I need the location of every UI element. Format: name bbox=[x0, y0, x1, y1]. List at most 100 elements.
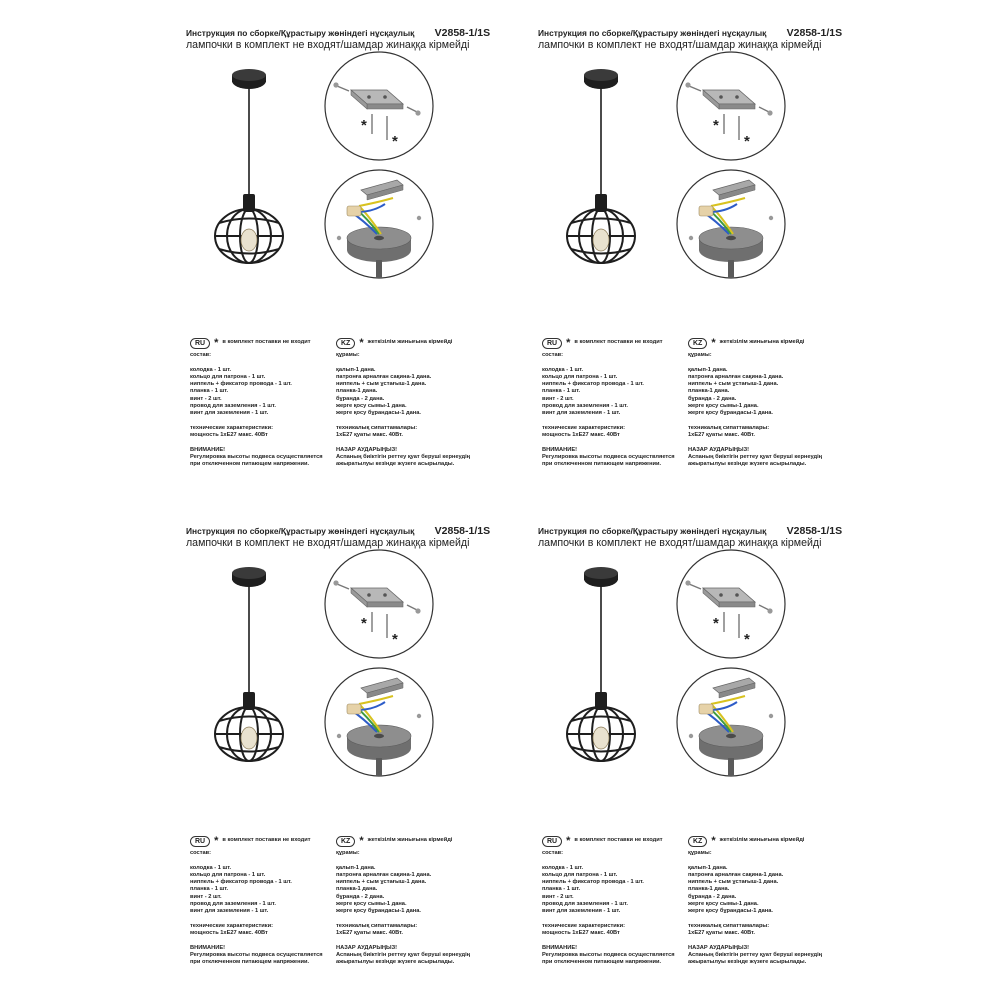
pendant-lamp-illustration bbox=[214, 69, 284, 264]
ru-language-badge: RU bbox=[542, 835, 563, 847]
ru-item: кольцо для патрона - 1 шт. bbox=[190, 373, 266, 380]
kz-item: ниппель + сым ұстағыш-1 дана. bbox=[336, 879, 427, 886]
kz-item: жерге қосу бұрандасы-1 дана. bbox=[336, 410, 421, 417]
ru-item: провод для заземления - 1 шт. bbox=[190, 403, 276, 410]
kz-specs-value: 1хЕ27 қуаты макс. 40Вт. bbox=[688, 432, 755, 439]
kz-item: қалып-1 дана. bbox=[688, 366, 728, 373]
kz-column: KZ * жеткізілім жинығына кірмейді құрамы… bbox=[688, 337, 848, 469]
ru-composition-title: состав: bbox=[542, 352, 564, 358]
ru-column: RU * в комплект поставки не входит соста… bbox=[542, 337, 702, 469]
kz-not-included-note: жеткізілім жинығына кірмейді bbox=[367, 837, 453, 844]
ru-specs-title: технические характеристики: bbox=[190, 424, 274, 431]
instruction-title: Инструкция по сборке/Құрастыру жөніндегі… bbox=[538, 27, 842, 39]
ru-specs-value: мощность 1хЕ27 макс. 40Вт bbox=[542, 930, 620, 937]
bracket-plate bbox=[701, 89, 757, 110]
not-included-mark: * bbox=[744, 631, 750, 648]
model-number: V2858-1/1S bbox=[434, 27, 491, 39]
ru-item: планка - 1 шт. bbox=[542, 388, 581, 395]
screws bbox=[336, 583, 418, 638]
instruction-title: Инструкция по сборке/Құрастыру жөніндегі… bbox=[538, 525, 842, 537]
terminal-block bbox=[698, 703, 714, 715]
ru-item: планка - 1 шт. bbox=[190, 388, 229, 395]
instruction-title-text: Инструкция по сборке/Құрастыру жөніндегі… bbox=[538, 28, 767, 38]
ru-column: RU * в комплект поставки не входит соста… bbox=[542, 835, 702, 967]
kz-language-badge: KZ bbox=[336, 337, 356, 349]
instruction-title: Инструкция по сборке/Құрастыру жөніндегі… bbox=[186, 525, 490, 537]
model-number: V2858-1/1S bbox=[786, 525, 843, 537]
kz-language-badge: KZ bbox=[336, 835, 356, 847]
bulbs-not-included-note: лампочки в комплект не входят/шамдар жин… bbox=[186, 537, 470, 549]
ru-specs-value: мощность 1хЕ27 макс. 40Вт bbox=[190, 432, 268, 439]
screws bbox=[336, 85, 418, 140]
ru-specs-value: мощность 1хЕ27 макс. 40Вт bbox=[542, 432, 620, 439]
ru-column: RU * в комплект поставки не входит соста… bbox=[190, 835, 350, 967]
ru-language-badge: RU bbox=[190, 835, 211, 847]
wire-cage-shade bbox=[566, 706, 636, 762]
kz-warning-line: ажыратылуы кезінде жүзеге асырылады. bbox=[688, 461, 807, 468]
kz-item: патронға арналған сақина-1 дана. bbox=[336, 871, 432, 878]
bracket-plate bbox=[712, 677, 756, 699]
screw-head bbox=[333, 82, 339, 88]
kz-item: жерге қосу сымы-1 дана. bbox=[688, 403, 759, 410]
kz-language-badge: KZ bbox=[688, 337, 708, 349]
ru-item: провод для заземления - 1 шт. bbox=[542, 403, 628, 410]
wire-cage-shade bbox=[566, 208, 636, 264]
ru-item: кольцо для патрона - 1 шт. bbox=[542, 871, 618, 878]
kz-item: жерге қосу сымы-1 дана. bbox=[336, 403, 407, 410]
canopy-wiring-diagram bbox=[676, 169, 786, 279]
ru-column: RU * в комплект поставки не входит соста… bbox=[190, 337, 350, 469]
kz-warning-line: Аспаның биіктігін реттеу қуат беруші кер… bbox=[336, 454, 471, 461]
kz-item: қалып-1 дана. bbox=[336, 366, 376, 373]
instruction-sheet-top-right: Инструкция по сборке/Құрастыру жөніндегі… bbox=[352, 0, 852, 500]
not-included-mark: * bbox=[744, 133, 750, 150]
kz-item: ниппель + сым ұстағыш-1 дана. bbox=[336, 381, 427, 388]
ru-warning-line: Регулировка высоты подвеса осуществляетс… bbox=[542, 952, 675, 959]
instruction-title: Инструкция по сборке/Құрастыру жөніндегі… bbox=[186, 27, 490, 39]
ceiling-canopy bbox=[698, 226, 764, 278]
kz-item: планка-1 дана. bbox=[336, 886, 378, 893]
kz-specs-title: техникалық сипаттамалары: bbox=[336, 922, 418, 929]
screw-head bbox=[333, 580, 339, 586]
ru-specs-title: технические характеристики: bbox=[190, 922, 274, 929]
kz-item: қалып-1 дана. bbox=[336, 864, 376, 871]
ru-warning-title: ВНИМАНИЕ! bbox=[542, 446, 578, 453]
kz-specs-value: 1хЕ27 қуаты макс. 40Вт. bbox=[336, 930, 403, 937]
not-included-mark: * bbox=[392, 133, 398, 150]
kz-column: KZ * жеткізілім жинығына кірмейді құрамы… bbox=[336, 337, 496, 469]
kz-item: ниппель + сым ұстағыш-1 дана. bbox=[688, 879, 779, 886]
ru-item: винт - 2 шт. bbox=[190, 893, 222, 900]
kz-item: бұранда - 2 дана. bbox=[688, 893, 737, 900]
kz-not-included-note: жеткізілім жинығына кірмейді bbox=[719, 339, 805, 346]
kz-specs-title: техникалық сипаттамалары: bbox=[336, 424, 418, 431]
kz-item: патронға арналған сақина-1 дана. bbox=[336, 373, 432, 380]
bulb bbox=[240, 228, 258, 252]
pendant-lamp-illustration bbox=[566, 69, 636, 264]
kz-warning-title: НАЗАР АУДАРЫҢЫЗ! bbox=[336, 944, 398, 951]
ru-not-included-note: в комплект поставки не входит bbox=[574, 837, 663, 844]
ru-warning-line: Регулировка высоты подвеса осуществляетс… bbox=[190, 454, 323, 461]
not-included-mark: * bbox=[566, 337, 571, 349]
ru-warning-line: при отключенном питающем напряжении. bbox=[190, 959, 310, 966]
lamp-socket bbox=[595, 692, 607, 710]
ru-item: винт для заземления - 1 шт. bbox=[190, 410, 269, 417]
kz-specs-title: техникалық сипаттамалары: bbox=[688, 922, 770, 929]
ru-warning-title: ВНИМАНИЕ! bbox=[190, 446, 226, 453]
kz-not-included-note: жеткізілім жинығына кірмейді bbox=[367, 339, 453, 346]
kz-warning-line: Аспаның биіктігін реттеу қуат беруші кер… bbox=[336, 952, 471, 959]
kz-item: бұранда - 2 дана. bbox=[336, 893, 385, 900]
bulbs-not-included-note: лампочки в комплект не входят/шамдар жин… bbox=[186, 39, 470, 51]
screws bbox=[688, 85, 770, 140]
kz-item: жерге қосу бұрандасы-1 дана. bbox=[688, 410, 773, 417]
ru-item: винт - 2 шт. bbox=[542, 893, 574, 900]
instruction-sheet-top-left: Инструкция по сборке/Құрастыру жөніндегі… bbox=[0, 0, 500, 500]
kz-specs-value: 1хЕ27 қуаты макс. 40Вт. bbox=[336, 432, 403, 439]
ru-language-badge: RU bbox=[542, 337, 563, 349]
canopy-wiring-diagram bbox=[324, 667, 434, 777]
instruction-title-text: Инструкция по сборке/Құрастыру жөніндегі… bbox=[186, 526, 415, 536]
mounting-bracket-diagram: * * bbox=[676, 51, 786, 161]
lamp-socket bbox=[595, 194, 607, 212]
screw-head bbox=[416, 713, 422, 719]
bulb bbox=[592, 228, 610, 252]
lamp-socket bbox=[243, 692, 255, 710]
screw-head bbox=[685, 82, 691, 88]
